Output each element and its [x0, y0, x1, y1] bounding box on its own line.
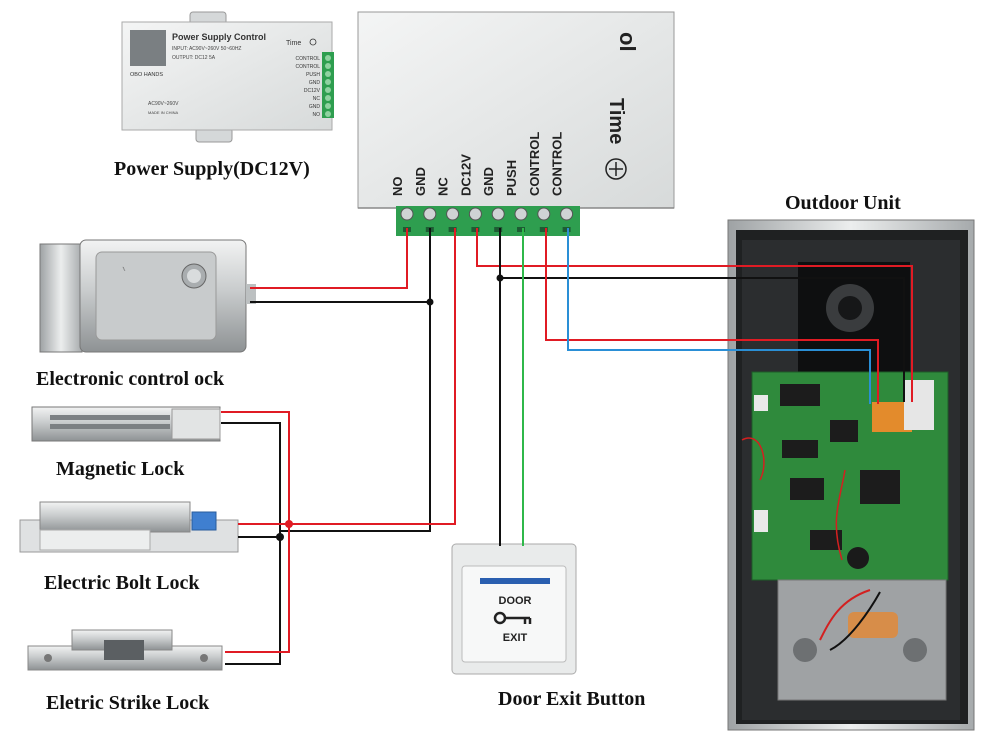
- small-psu-input: INPUT: AC90V~260V 50~60HZ: [172, 46, 242, 52]
- terminal-slot: [562, 227, 571, 232]
- wire-gnd-to-outdoor: [499, 228, 905, 402]
- small-power-supply-image: Power Supply Control INPUT: AC90V~260V 5…: [121, 11, 334, 143]
- large-psu-terminal-labels: NO GND NC DC12V GND PUSH CONTROL CONTROL: [390, 132, 565, 196]
- terminal-screw-icon: [514, 207, 528, 221]
- small-psu-terminal-label: DC12V: [304, 88, 321, 94]
- small-psu-time-knob-icon: [309, 38, 317, 46]
- small-psu-time-label: Time: [286, 40, 301, 47]
- junction-dot: [285, 520, 293, 528]
- wire-nc-bus: [225, 228, 456, 653]
- wire-control-red-to-outdoor: [545, 228, 879, 404]
- small-psu-terminal-labels: CONTROL CONTROL PUSH GND DC12V NC GND NO: [296, 56, 321, 118]
- small-psu-terminal-label: CONTROL: [296, 56, 321, 62]
- magnetic-lock-image: [31, 406, 221, 442]
- terminal-screw-icon: [400, 207, 414, 221]
- terminal-block: [396, 206, 580, 236]
- svg-text:~: ~: [118, 264, 129, 274]
- small-psu-brand: OBO HANDS: [130, 72, 163, 78]
- large-psu-time-label: Time: [605, 98, 627, 144]
- large-psu-partial-title: ol: [615, 32, 640, 52]
- terminal-label: GND: [481, 167, 496, 196]
- terminal-label: NO: [390, 177, 405, 197]
- caption-power-supply: Power Supply(DC12V): [114, 158, 310, 180]
- exit-button-top-text: DOOR: [499, 595, 532, 607]
- terminal-screw-icon: [423, 207, 437, 221]
- small-psu-terminal-label: NO: [313, 112, 321, 118]
- terminal-label: GND: [413, 167, 428, 196]
- outdoor-unit-image: [727, 219, 975, 731]
- exit-button-bottom-text: EXIT: [503, 632, 528, 644]
- wire-dc12v-to-outdoor: [476, 228, 913, 402]
- terminal-slot: [448, 227, 457, 232]
- terminal-block-body: [396, 206, 580, 236]
- caption-electronic-control-lock: Electronic control ock: [36, 368, 225, 390]
- wire-control-blue-to-outdoor: [567, 228, 871, 404]
- small-psu-terminal-label: CONTROL: [296, 64, 321, 70]
- small-psu-made-in: MADE IN CHINA: [148, 110, 179, 115]
- terminal-label: CONTROL: [527, 132, 542, 196]
- terminal-screw-icon: [468, 207, 482, 221]
- terminal-label: NC: [436, 177, 451, 196]
- wire-nc-to-magnetic-lock: [221, 411, 290, 524]
- terminal-label: DC12V: [458, 154, 473, 196]
- terminal-screw-icon: [446, 207, 460, 221]
- door-exit-button-image: DOOR EXIT: [451, 543, 577, 675]
- small-psu-terminal-screws: [325, 55, 331, 117]
- terminal-screw-icon: [537, 207, 551, 221]
- caption-magnetic-lock: Magnetic Lock: [56, 458, 185, 480]
- small-psu-terminal-label: NC: [313, 96, 321, 102]
- small-psu-terminal-label: GND: [309, 80, 321, 86]
- small-psu-output: OUTPUT: DC12 5A: [172, 55, 216, 61]
- wiring-lines: [221, 228, 913, 665]
- time-knob-icon: [605, 158, 627, 180]
- caption-outdoor-unit: Outdoor Unit: [785, 192, 901, 214]
- terminal-label: CONTROL: [550, 132, 565, 196]
- caption-door-exit-button: Door Exit Button: [498, 688, 646, 710]
- caption-electric-bolt-lock: Electric Bolt Lock: [44, 572, 200, 594]
- small-psu-title: Power Supply Control: [172, 32, 266, 42]
- terminal-slot: [517, 227, 525, 232]
- terminal-label: PUSH: [504, 160, 519, 196]
- terminal-screw-icon: [560, 207, 574, 221]
- small-psu-rating: AC90V~260V: [148, 101, 179, 107]
- junction-dot: [496, 274, 504, 282]
- electric-bolt-lock-image: [19, 501, 239, 553]
- caption-electric-strike-lock: Eletric Strike Lock: [46, 692, 210, 714]
- key-icon: [493, 611, 532, 625]
- electric-strike-lock-image: [27, 629, 223, 671]
- electronic-control-lock-image: ~: [39, 239, 256, 353]
- small-psu-terminal-label: PUSH: [306, 72, 320, 78]
- wire-no-to-control-lock: [250, 228, 408, 289]
- large-power-supply-image: ol Time NO GND NC DC12V GND PUSH CONTROL CONTRO…: [357, 11, 675, 236]
- terminal-slot: [539, 227, 548, 232]
- wire-gnd-to-magnetic-lock: [221, 422, 281, 531]
- terminal-slot: [494, 227, 503, 232]
- small-psu-terminal-label: GND: [309, 104, 321, 110]
- junction-dot: [426, 298, 434, 306]
- terminal-slot: [471, 227, 480, 232]
- junction-dot: [276, 533, 284, 541]
- terminal-screw-icon: [491, 207, 505, 221]
